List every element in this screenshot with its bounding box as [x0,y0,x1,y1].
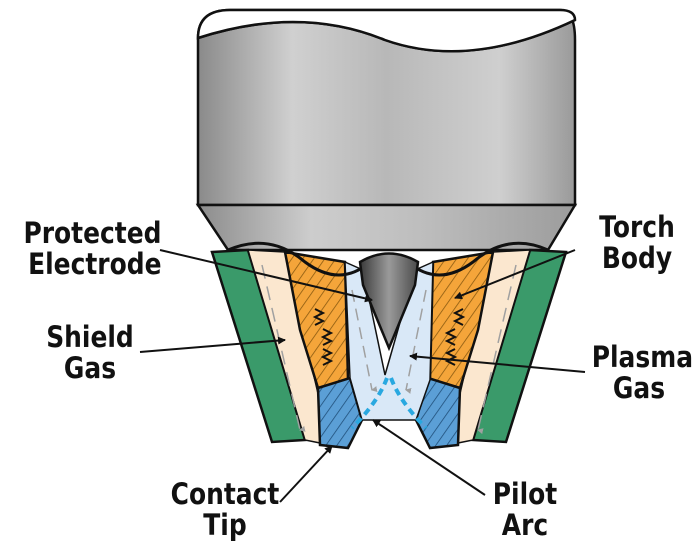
shield-gas-label-line1: Shield [43,322,138,353]
plasma-gas-label-line1: Plasma [592,342,687,373]
pilot-arc-label: Pilot Arc [478,479,573,541]
torch-body-label-line2: Body [598,243,675,274]
torch-body-label-line1: Torch [598,212,675,243]
shield-gas-label-line2: Gas [43,353,138,384]
protected-electrode-label: Protected Electrode [23,218,161,280]
pilot-arc-label-line1: Pilot [478,479,573,510]
protected-electrode-label-line2: Electrode [23,249,161,280]
torch-body-label: Torch Body [598,212,675,274]
torch-cylinder [198,10,575,250]
contact-tip-label-line2: Tip [169,510,281,541]
plasma-gas-label: Plasma Gas [592,342,687,404]
contact-tip-label-line1: Contact [169,479,281,510]
contact-tip-leader [280,446,332,502]
protected-electrode-label-line1: Protected [23,218,161,249]
pilot-arc-label-line2: Arc [478,510,573,541]
shield-gas-label: Shield Gas [43,322,138,384]
contact-tip-label: Contact Tip [169,479,281,541]
plasma-gas-label-line2: Gas [592,373,687,404]
